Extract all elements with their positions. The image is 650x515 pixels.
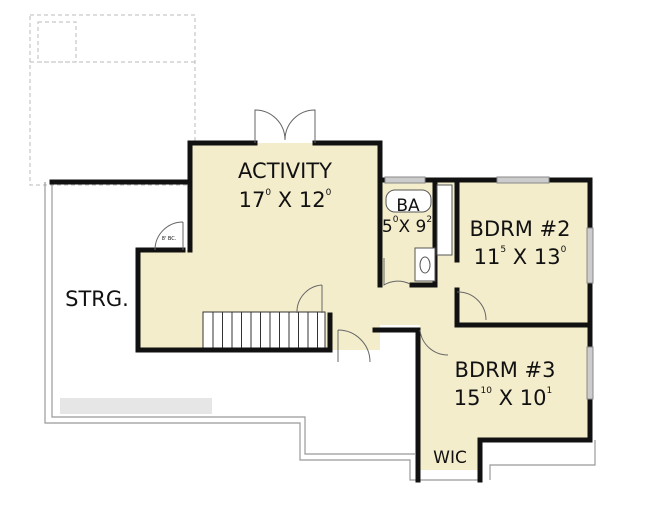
storage-outline [44, 182, 596, 481]
french-door-left [254, 109, 286, 143]
deck-outline [29, 14, 196, 186]
windows [384, 176, 594, 400]
label-bath: BA 50X 92 [382, 196, 432, 237]
room-name: BDRM #2 [470, 217, 571, 241]
bedroom2-fill [455, 180, 590, 325]
bedroom2-door [456, 291, 487, 321]
room-name: BA [396, 196, 420, 216]
label-bedroom3: BDRM #3 1510 X 101 [454, 358, 556, 410]
room-dimensions: 50X 92 [382, 215, 432, 237]
hall-door [337, 329, 371, 363]
walls [49, 140, 593, 483]
room-dimensions: 1510 X 101 [454, 386, 552, 410]
room-fills [138, 143, 590, 470]
room-name: BDRM #3 [455, 358, 556, 382]
bedroom3-fill [420, 325, 590, 440]
label-activity: ACTIVITY 170 X 120 [238, 159, 332, 212]
room-dimensions: 115 X 130 [474, 245, 567, 269]
label-storage: STRG. [65, 287, 129, 311]
loft-fill [138, 250, 198, 350]
room-name: ACTIVITY [238, 159, 332, 183]
label-wic: WIC [433, 448, 467, 468]
note-text: 8' BC. [162, 236, 177, 242]
room-dimensions: 170 X 120 [239, 188, 332, 212]
storage-door [154, 221, 184, 251]
toilet [419, 256, 431, 274]
storage-shelf [60, 398, 212, 414]
label-bedroom2: BDRM #2 115 X 130 [470, 217, 571, 269]
wic-fill [420, 440, 480, 470]
doors[interactable] [154, 109, 487, 363]
bedroom3-door [419, 329, 449, 356]
closet [436, 184, 453, 256]
bath-door [383, 258, 411, 286]
french-door-right [284, 109, 316, 143]
bath-fixtures [385, 184, 453, 282]
stairs[interactable] [202, 311, 326, 351]
stair-door [296, 284, 323, 314]
bathtub [385, 189, 432, 213]
